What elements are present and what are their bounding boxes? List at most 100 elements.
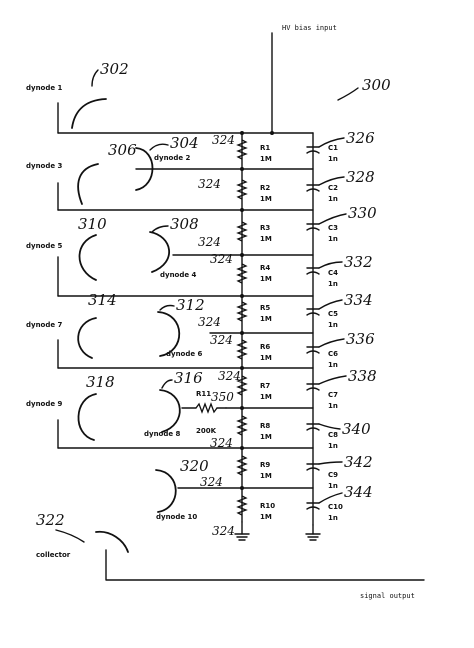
capacitor-label: C3 [328,224,338,232]
collector-label: collector [36,551,71,559]
capacitor-label: C9 [328,471,338,479]
dynode-5-label: dynode 5 [26,242,63,250]
dynode-1-ref: 302 [100,60,129,78]
dynode-9-label: dynode 9 [26,400,63,408]
resistor-value: 1M [260,393,272,401]
resistor-label: R5 [260,304,270,312]
dynode-7-ref: 314 [88,291,117,309]
capacitor-ref-leader [318,261,343,269]
dynode-6-label: dynode 6 [166,350,203,358]
junction-dot [240,167,244,171]
resistor-r11-ref: 350 [211,390,234,404]
dynode-5-arc [78,234,97,281]
capacitor-ref-leader [318,213,347,225]
capacitor-label: C1 [328,144,338,152]
signal-output-wire [105,549,425,581]
capacitor-c3 [306,223,320,231]
dynode-4-arc [149,231,171,273]
resistor-r3 [236,221,248,242]
dynode-10-ref: 320 [180,457,209,475]
resistor-r7 [236,375,248,396]
capacitor-c7 [306,383,320,391]
resistor-label: R6 [260,343,270,351]
capacitor-value: 1n [328,155,338,163]
capacitor-ref-leader [318,137,345,148]
resistor-ref-label: 324 [210,436,233,450]
figure-ref-label: 300 [362,76,391,94]
capacitor-value: 1n [328,482,338,490]
capacitor-value: 1n [328,514,338,522]
capacitor-label: C7 [328,391,338,399]
junction-dot [240,331,244,335]
resistor-label: R2 [260,184,270,192]
dynode-1-leader [91,69,99,87]
capacitor-c6 [306,346,320,354]
resistor-ref-label: 324 [210,252,233,266]
capacitor-c8 [306,423,320,431]
resistor-r2 [236,179,248,200]
resistor-value: 1M [260,354,272,362]
capacitor-label: C4 [328,269,338,277]
resistor-symbols [236,139,248,516]
capacitor-value: 1n [328,402,338,410]
capacitor-label: C6 [328,350,338,358]
capacitor-c2 [306,184,320,192]
capacitor-value: 1n [328,442,338,450]
dynode-2-arc [135,147,154,191]
collector-arc [95,530,129,553]
dynode-8-ref: 316 [174,369,203,387]
dynode-4-label: dynode 4 [160,271,197,279]
resistor-r1 [236,139,248,160]
capacitor-label: C8 [328,431,338,439]
capacitor-ref-label: 328 [346,168,375,186]
junction-dot [240,131,244,135]
capacitor-ref-label: 332 [344,253,373,271]
junction-dot [240,294,244,298]
capacitor-value: 1n [328,195,338,203]
resistor-label: R9 [260,461,270,469]
capacitor-ref-leader [318,492,343,504]
resistor-value: 1M [260,195,272,203]
capacitor-symbols [306,146,320,510]
capacitor-ref-leader [318,461,343,465]
dynode-6-leader [159,304,175,311]
resistor-label: R4 [260,264,270,272]
capacitor-ref-leader [318,299,343,310]
capacitor-value: 1n [328,361,338,369]
resistor-ref-label: 324 [198,235,221,249]
resistor-ref-label: 324 [210,333,233,347]
capacitor-ref-label: 342 [344,453,373,471]
capacitor-value: 1n [328,235,338,243]
capacitor-ref-label: 326 [346,129,375,147]
capacitor-label: C10 [328,503,343,511]
capacitor-c4 [306,267,320,275]
capacitor-ref-leader [318,423,341,430]
resistor-r5 [236,301,248,322]
resistor-r6 [236,339,248,360]
junction-dot [240,366,244,370]
resistor-r11 [195,402,218,414]
dynode-6-arc [157,311,181,357]
capacitor-ref-label: 334 [344,291,373,309]
dynode-8-label: dynode 8 [144,430,181,438]
dynode-1-arc [71,98,107,129]
dynode-8-leader [161,379,173,389]
figure-ref-leader [337,87,359,101]
resistor-r8 [236,415,248,436]
dynode-1-label: dynode 1 [26,84,63,92]
capacitor-ref-label: 338 [348,367,377,385]
junction-dot [240,208,244,212]
resistor-label: R8 [260,422,270,430]
resistor-ref-label: 324 [198,177,221,191]
resistor-value: 1M [260,433,272,441]
ground-symbol-capacitor [305,524,321,541]
resistor-value: 1M [260,235,272,243]
capacitor-c9 [306,463,320,471]
dynode-9-ref: 318 [86,373,115,391]
dynode-6-ref: 312 [176,296,205,314]
dynode-10-arc [155,469,177,513]
capacitor-label: C5 [328,310,338,318]
dynode-2-leader [149,143,169,151]
resistor-r9 [236,455,248,476]
